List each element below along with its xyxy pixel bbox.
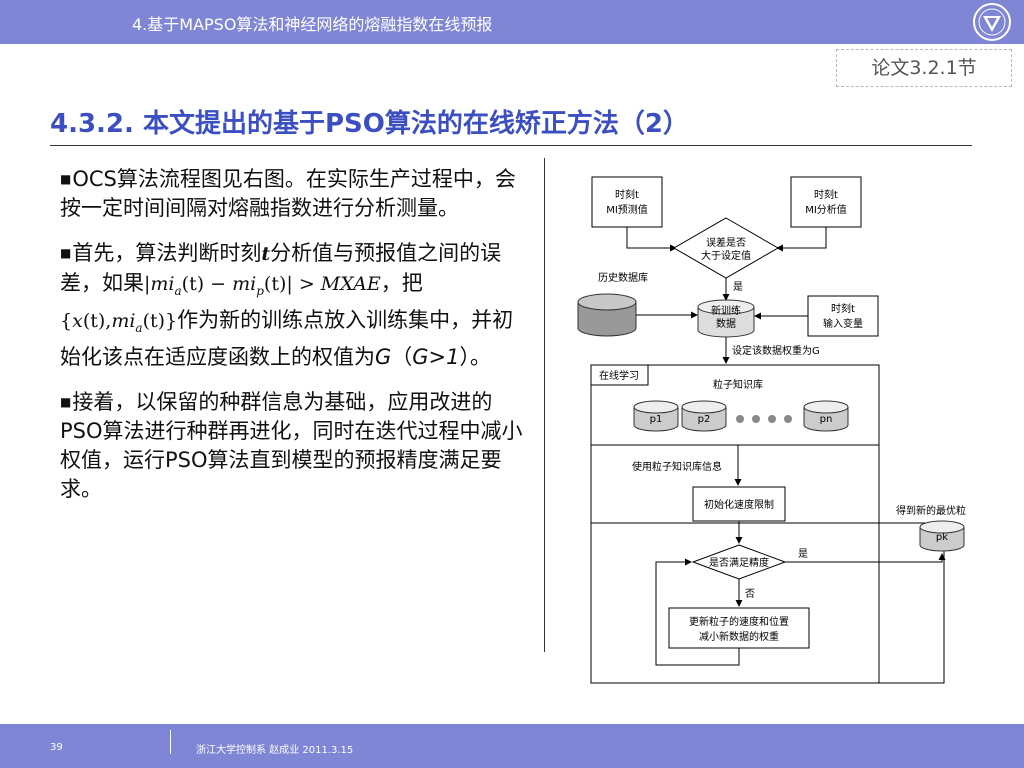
- input-label-2: 输入变量: [823, 317, 863, 330]
- new-training-label-2: 数据: [716, 317, 736, 330]
- text-fragment: 分析值与预报值之间的误差，如果: [60, 241, 502, 295]
- math-fragment: (t): [263, 273, 287, 295]
- bullet-icon: ■: [60, 172, 72, 186]
- mi-prediction-box: [591, 176, 663, 228]
- p1-label: p1: [650, 414, 663, 425]
- slide-title: 4.3.2. 本文提出的基于PSO算法的在线矫正方法（2）: [50, 109, 689, 139]
- math-fragment: mi: [232, 273, 257, 295]
- yes-label-1: 是: [733, 281, 743, 293]
- particle-pn-icon: [803, 400, 849, 432]
- bullet-icon: ■: [60, 246, 72, 260]
- text-fragment: 作为新的训练点放入训练集中，并初始化该点在适应度函数上的权值为: [60, 307, 514, 369]
- precision-check-label: 是否满足精度: [709, 556, 769, 569]
- new-training-data-icon: [697, 299, 755, 338]
- mi-analysis-box: [790, 176, 862, 228]
- bullet-paragraph-2: ■首先，算法判断时刻t分析值与预报值之间的误差，如果|mia(t) − mip(…: [60, 239, 526, 372]
- online-learning-tag: [590, 364, 649, 386]
- title-divider: [50, 145, 972, 146]
- math-fragment: (t),: [82, 309, 112, 332]
- no-label: 否: [745, 588, 755, 600]
- math-fragment: (t): [181, 273, 205, 295]
- yes-arrow-2: [785, 553, 946, 563]
- training-point-formula: {x(t),mia(t)}: [60, 309, 178, 335]
- particle-p2-icon: [681, 400, 727, 432]
- pk-label: pk: [936, 532, 948, 543]
- mi-prediction-label-2: MI预测值: [606, 203, 648, 216]
- update-label-2: 减小新数据的权重: [699, 630, 779, 643]
- history-database-icon: [577, 293, 637, 337]
- set-weight-label: 设定该数据权重为G: [732, 344, 820, 357]
- university-emblem-icon: [973, 3, 1011, 41]
- p2-label: p2: [698, 414, 711, 425]
- paragraph-1-text: OCS算法流程图见右图。在实际生产过程中，会按一定时间间隔对熔融指数进行分析测量…: [60, 167, 516, 220]
- prediction-arrow: [626, 227, 677, 252]
- ellipsis-dot: [768, 415, 776, 423]
- online-learning-frame: [590, 364, 880, 684]
- text-fragment: ）。: [459, 344, 492, 369]
- bullet-paragraph-1: ■OCS算法流程图见右图。在实际生产过程中，会按一定时间间隔对熔融指数进行分析测…: [60, 165, 526, 223]
- online-learning-label: 在线学习: [599, 369, 639, 382]
- history-db-label: 历史数据库: [598, 271, 648, 284]
- text-fragment: 首先，算法判断时刻: [72, 241, 262, 265]
- body-text: ■OCS算法流程图见右图。在实际生产过程中，会按一定时间间隔对熔融指数进行分析测…: [60, 165, 526, 520]
- text-fragment: G: [375, 344, 392, 369]
- footer-info: 浙江大学控制系 赵成业 2011.3.15: [196, 745, 354, 756]
- math-fragment: {: [60, 309, 73, 332]
- new-training-label-1: 新训练: [711, 304, 741, 317]
- text-fragment: （: [391, 344, 413, 369]
- bullet-icon: ■: [60, 394, 72, 409]
- input-label-1: 时刻t: [831, 302, 855, 315]
- init-speed-label: 初始化速度限制: [704, 498, 774, 511]
- math-fragment: }: [165, 309, 178, 332]
- bullet-paragraph-3: ■接着，以保留的种群信息为基础，应用改进的PSO算法进行种群再进化，同时在迭代过…: [60, 388, 526, 504]
- math-subscript: a: [135, 320, 143, 335]
- yes-label-2: 是: [798, 548, 808, 560]
- column-divider: [544, 158, 545, 652]
- mi-prediction-label-1: 时刻t: [615, 188, 639, 201]
- ocs-flowchart: 时刻t MI预测值 时刻t MI分析值 误差是否 大于设定值 历史数据库 是 新…: [577, 176, 966, 684]
- loop-back-arrow: [655, 558, 740, 666]
- input-variables-box: [807, 295, 879, 337]
- math-fragment: mi: [150, 273, 175, 295]
- ellipsis-dot: [752, 415, 760, 423]
- math-fragment: >: [292, 273, 315, 295]
- ellipsis-dot: [736, 415, 744, 423]
- math-fragment: −: [204, 273, 233, 295]
- math-fragment: t: [261, 243, 271, 265]
- analysis-arrow: [776, 227, 827, 252]
- header-title: 4.基于MAPSO算法和神经网络的熔融指数在线预报: [132, 15, 493, 34]
- particle-db-label: 粒子知识库: [713, 378, 763, 391]
- math-fragment: MXAE: [320, 273, 381, 295]
- best-particle-pk-icon: [919, 520, 965, 552]
- text-fragment: ，把: [380, 271, 423, 295]
- mi-analysis-label-1: 时刻t: [814, 188, 838, 201]
- math-fragment: mi: [111, 309, 136, 332]
- error-check-label-1: 误差是否: [706, 236, 746, 249]
- footer-separator: [170, 730, 171, 754]
- footer-bar: 39 浙江大学控制系 赵成业 2011.3.15: [0, 724, 1024, 768]
- math-fragment: (t): [142, 309, 166, 332]
- init-speed-box: [692, 486, 786, 522]
- optimization-frame: [590, 522, 945, 684]
- best-particle-label: 得到新的最优粒: [896, 504, 966, 517]
- top-banner: 4.基于MAPSO算法和神经网络的熔融指数在线预报: [0, 0, 1024, 44]
- page-number: 39: [50, 742, 63, 753]
- pn-label: pn: [820, 414, 833, 425]
- section-reference: 论文3.2.1节: [836, 49, 1012, 87]
- ellipsis-dot: [784, 415, 792, 423]
- use-particle-label: 使用粒子知识库信息: [632, 460, 722, 473]
- mi-analysis-label-2: MI分析值: [805, 203, 847, 216]
- error-check-label-2: 大于设定值: [701, 249, 751, 262]
- update-particles-box: [668, 607, 810, 649]
- text-fragment: G>1: [412, 344, 460, 369]
- update-label-1: 更新粒子的速度和位置: [689, 615, 789, 628]
- paragraph-3-text: 接着，以保留的种群信息为基础，应用改进的PSO算法进行种群再进化，同时在迭代过程…: [60, 389, 523, 501]
- math-fragment: x: [72, 309, 83, 332]
- particle-p1-icon: [633, 400, 679, 432]
- error-condition-formula: |mia(t) − mip(t)| > MXAE: [144, 273, 381, 298]
- math-subscript: p: [256, 283, 264, 298]
- math-subscript: a: [174, 283, 182, 298]
